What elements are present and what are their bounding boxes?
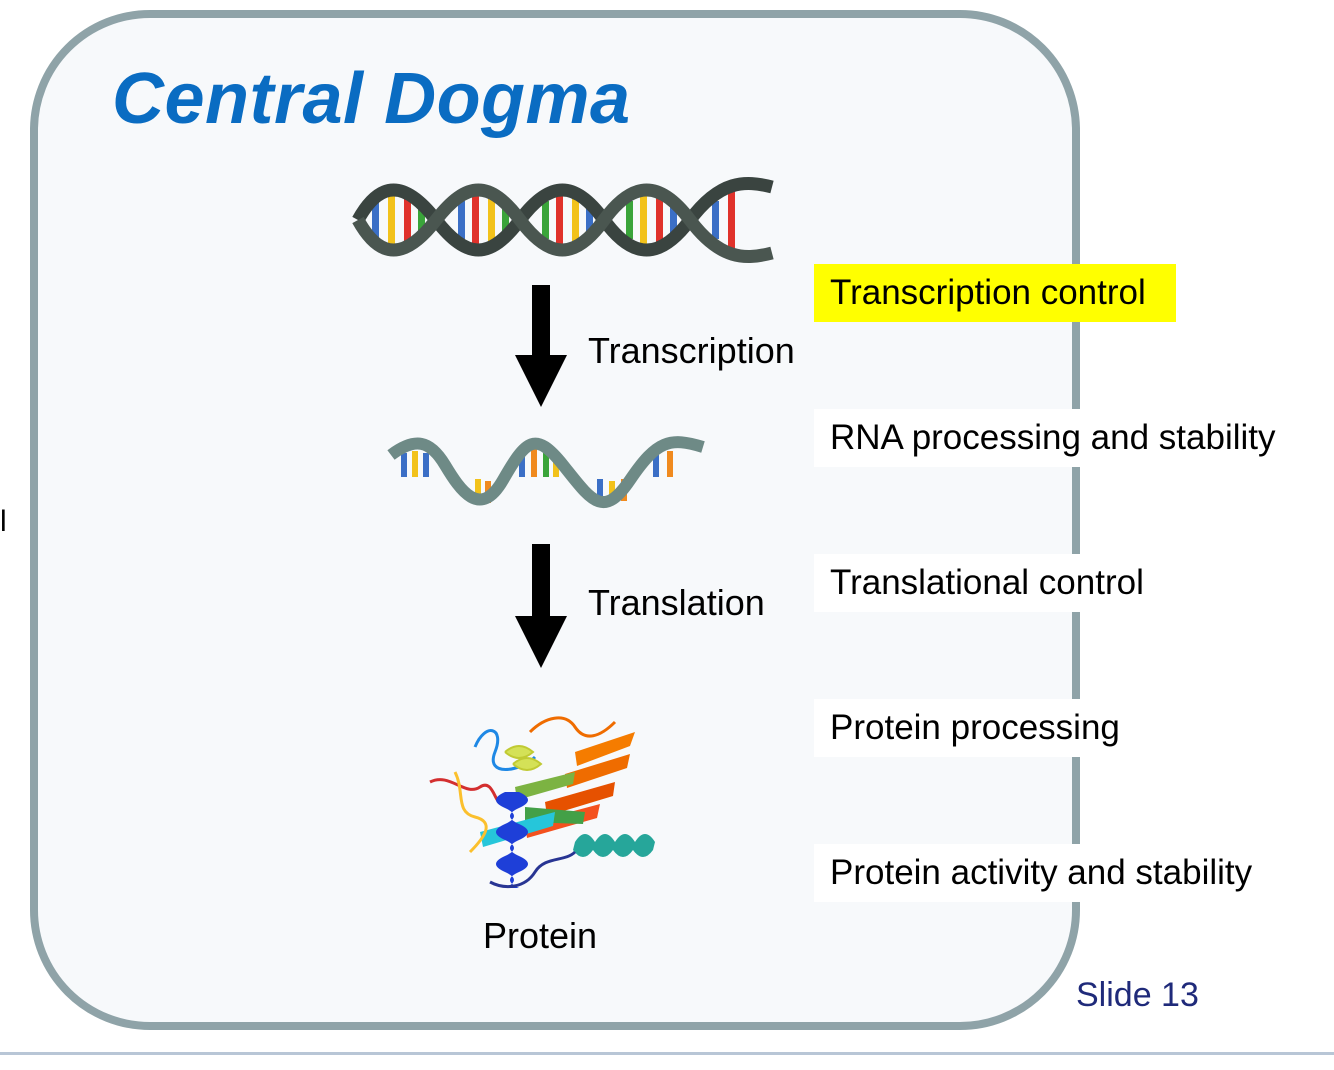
dna-base-pairs: [372, 189, 735, 251]
protein-label: Protein: [483, 915, 598, 956]
protein-sheet: [515, 772, 575, 800]
translation-arrow: [515, 544, 567, 668]
transcription-label: Transcription: [588, 330, 795, 371]
protein-helix: [496, 792, 528, 888]
protein-ribbon-structure-icon: [429, 716, 655, 889]
rna-strand-icon: [387, 436, 705, 508]
protein-coil: [453, 771, 488, 854]
protein-coil: [489, 850, 577, 889]
slide-number: Slide 13: [1076, 976, 1199, 1014]
protein-helix: [573, 834, 655, 857]
control-rna-processing: RNA processing and stability: [814, 409, 1302, 467]
protein-sheet: [565, 754, 630, 788]
translation-label: Translation: [588, 582, 765, 623]
protein-helix: [504, 745, 543, 771]
transcription-arrow: [515, 285, 567, 407]
control-transcription: Transcription control: [814, 264, 1176, 322]
slide-title: Central Dogma: [112, 59, 631, 139]
edge-text-fragment: l: [0, 505, 7, 538]
protein-sheet: [545, 782, 615, 816]
protein-coil: [429, 778, 507, 806]
protein-coil: [528, 716, 617, 738]
control-translational: Translational control: [814, 554, 1164, 612]
bottom-divider: [0, 1052, 1334, 1055]
dna-backbone-strand: [352, 183, 774, 263]
rna-backbone: [387, 436, 705, 508]
protein-sheet: [575, 732, 635, 766]
control-protein-processing: Protein processing: [814, 699, 1136, 757]
dna-double-helix-icon: [352, 177, 774, 263]
control-protein-activity: Protein activity and stability: [814, 844, 1276, 902]
